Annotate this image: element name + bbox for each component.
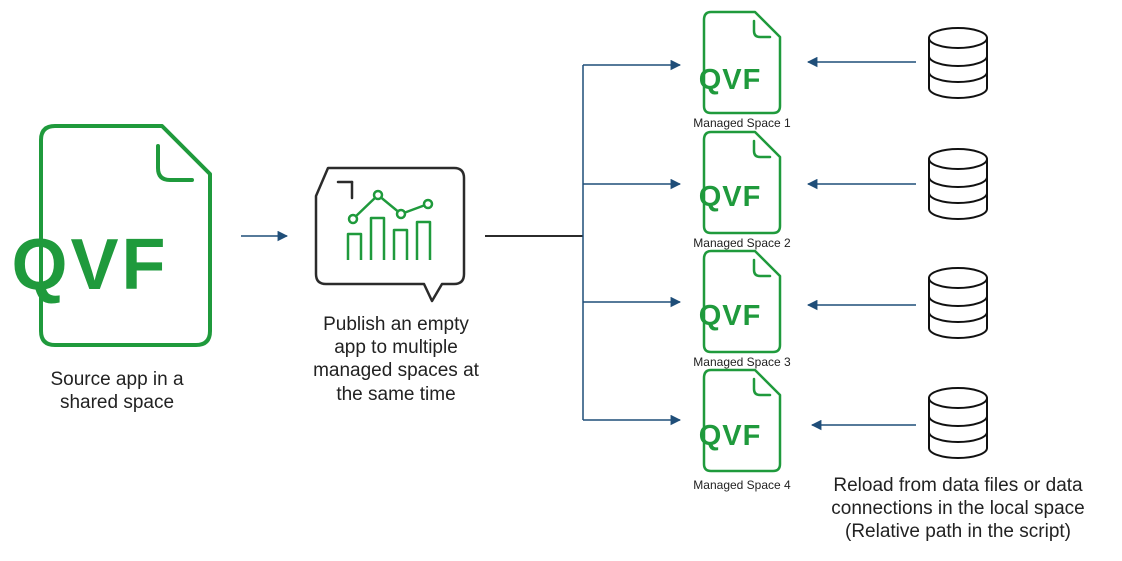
reload-caption-line-1: Reload from data files or data xyxy=(833,475,1083,496)
source-app-caption: Source app in a shared space xyxy=(22,368,212,414)
source-file-badge: QVF xyxy=(11,225,168,305)
database-icon xyxy=(928,267,988,339)
publish-caption-line-3: managed spaces at xyxy=(313,360,479,382)
managed-space-label-2: Managed Space 2 xyxy=(693,236,791,250)
reload-caption-line-3: (Relative path in the script) xyxy=(845,521,1071,543)
database-icon xyxy=(928,387,988,459)
publish-caption-line-4: the same time xyxy=(336,383,456,405)
database-icon xyxy=(928,148,988,220)
managed-space-label-3: Managed Space 3 xyxy=(693,355,791,369)
managed-space-3-qvf-icon: QVF xyxy=(699,249,782,354)
source-caption-line-1: Source app in a xyxy=(50,369,184,390)
managed-space-4-qvf-icon: QVF xyxy=(699,368,782,473)
managed-space-label-1: Managed Space 1 xyxy=(693,116,791,130)
managed-space-2-qvf-icon: QVF xyxy=(699,130,782,235)
managed-space-label-4: Managed Space 4 xyxy=(693,478,791,492)
app-chart-bubble-icon xyxy=(314,166,466,303)
managed-space-1-badge: QVF xyxy=(699,64,762,96)
database-icon xyxy=(928,27,988,99)
publish-caption-line-2: app to multiple xyxy=(334,337,458,359)
source-qvf-file-icon: QVF xyxy=(11,124,212,347)
source-caption-line-2: shared space xyxy=(59,392,175,414)
reload-caption-line-2: connections in the local space xyxy=(831,498,1085,520)
managed-space-1-qvf-icon: QVF xyxy=(699,10,782,115)
managed-space-2-badge: QVF xyxy=(699,181,762,213)
publish-caption-line-1: Publish an empty xyxy=(323,314,469,335)
reload-caption: Reload from data files or data connectio… xyxy=(810,474,1106,544)
publish-caption: Publish an empty app to multiple managed… xyxy=(296,313,496,406)
managed-space-3-badge: QVF xyxy=(699,300,762,332)
managed-space-4-badge: QVF xyxy=(699,420,762,452)
